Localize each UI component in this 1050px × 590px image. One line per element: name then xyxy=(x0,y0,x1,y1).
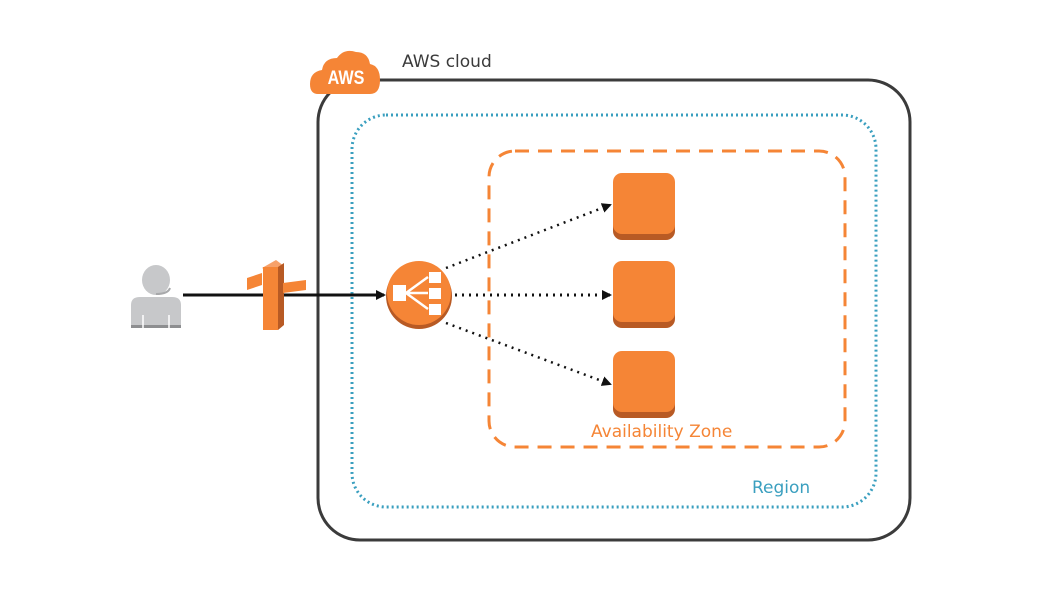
availability-zone-label: Availability Zone xyxy=(591,422,733,442)
ec2-instance-icon xyxy=(613,173,675,240)
availability-zone-boundary xyxy=(487,149,847,449)
ec2-instance-icon xyxy=(613,351,675,418)
region-boundary xyxy=(350,113,878,509)
load-balancer-icon xyxy=(386,261,452,329)
aws-cloud-boundary xyxy=(316,78,912,542)
region-label: Region xyxy=(752,478,811,498)
edge-elb-to-instance-3 xyxy=(445,321,612,386)
route53-signpost-icon xyxy=(247,260,306,330)
edge-elb-to-instance-1 xyxy=(445,203,612,270)
aws-badge-label: AWS xyxy=(327,68,365,89)
aws-cloud-icon xyxy=(310,50,380,94)
aws-cloud-label: AWS cloud xyxy=(402,52,492,72)
user-icon xyxy=(131,265,181,328)
ec2-instance-icon xyxy=(613,261,675,328)
